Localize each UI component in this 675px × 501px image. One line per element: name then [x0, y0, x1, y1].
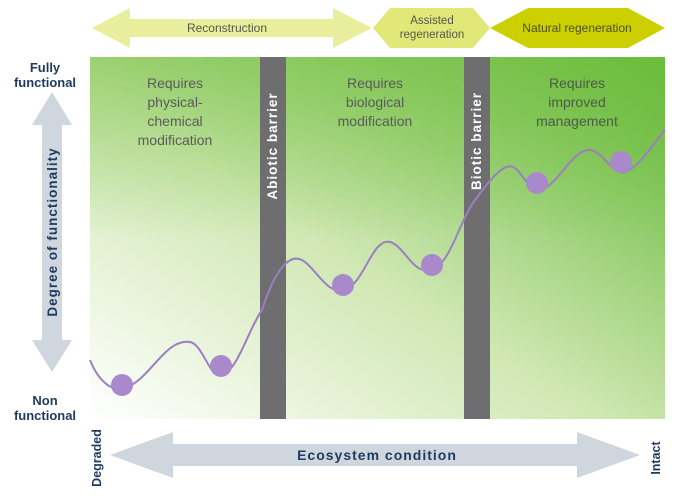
y-axis-bottom-line2: functional: [14, 408, 76, 423]
ball-5: [526, 172, 548, 194]
x-axis-right-label: Intact: [649, 440, 663, 474]
ball-3: [332, 274, 354, 296]
reconstruction-label: Reconstruction: [187, 21, 267, 35]
y-axis-top-line2: functional: [14, 75, 76, 90]
zone-3-text: Requires improved management: [536, 75, 618, 129]
y-axis: Degree of functionality Fully functional…: [14, 60, 76, 423]
natural-regeneration-arrow: Natural regeneration: [490, 8, 665, 48]
biotic-barrier: Biotic barrier: [464, 57, 490, 419]
x-axis: Ecosystem condition Degraded Intact: [90, 429, 663, 487]
ball-4: [421, 254, 443, 276]
ball-2: [210, 355, 232, 377]
zone-2-line3: modification: [338, 113, 413, 129]
assisted-regeneration-arrow: Assisted regeneration: [373, 8, 490, 48]
abiotic-barrier-label: Abiotic barrier: [265, 92, 280, 199]
biotic-barrier-label: Biotic barrier: [469, 92, 484, 190]
background-top-shade: [90, 57, 665, 419]
assisted-label-line1: Assisted: [410, 15, 453, 27]
abiotic-barrier: Abiotic barrier: [260, 57, 286, 419]
assisted-label-line2: regeneration: [400, 29, 465, 41]
y-axis-label: Degree of functionality: [45, 147, 60, 316]
zone-3-line3: management: [536, 113, 618, 129]
zone-3-line2: improved: [548, 94, 606, 110]
zone-2-line1: Requires: [347, 75, 403, 91]
x-axis-arrow: [110, 432, 640, 478]
zone-1-line1: Requires: [147, 75, 203, 91]
reconstruction-arrow: Reconstruction: [92, 8, 372, 48]
x-axis-left-label: Degraded: [90, 429, 104, 487]
zone-2-text: Requires biological modification: [338, 75, 413, 129]
y-axis-bottom-line1: Non: [32, 393, 57, 408]
y-axis-arrow: [32, 92, 72, 372]
zone-3-line1: Requires: [549, 75, 605, 91]
y-axis-top-line1: Fully: [30, 60, 61, 75]
functionality-curve: [89, 129, 666, 390]
zone-1-line3: chemical: [147, 113, 202, 129]
zone-1-line4: modification: [138, 132, 213, 148]
natural-label: Natural regeneration: [522, 21, 631, 35]
zone-1-line2: physical-: [147, 94, 203, 110]
zone-1-text: Requires physical- chemical modification: [138, 75, 213, 148]
ball-6: [610, 151, 632, 173]
ball-1: [111, 374, 133, 396]
zone-2-line2: biological: [346, 94, 404, 110]
x-axis-label: Ecosystem condition: [297, 447, 457, 463]
